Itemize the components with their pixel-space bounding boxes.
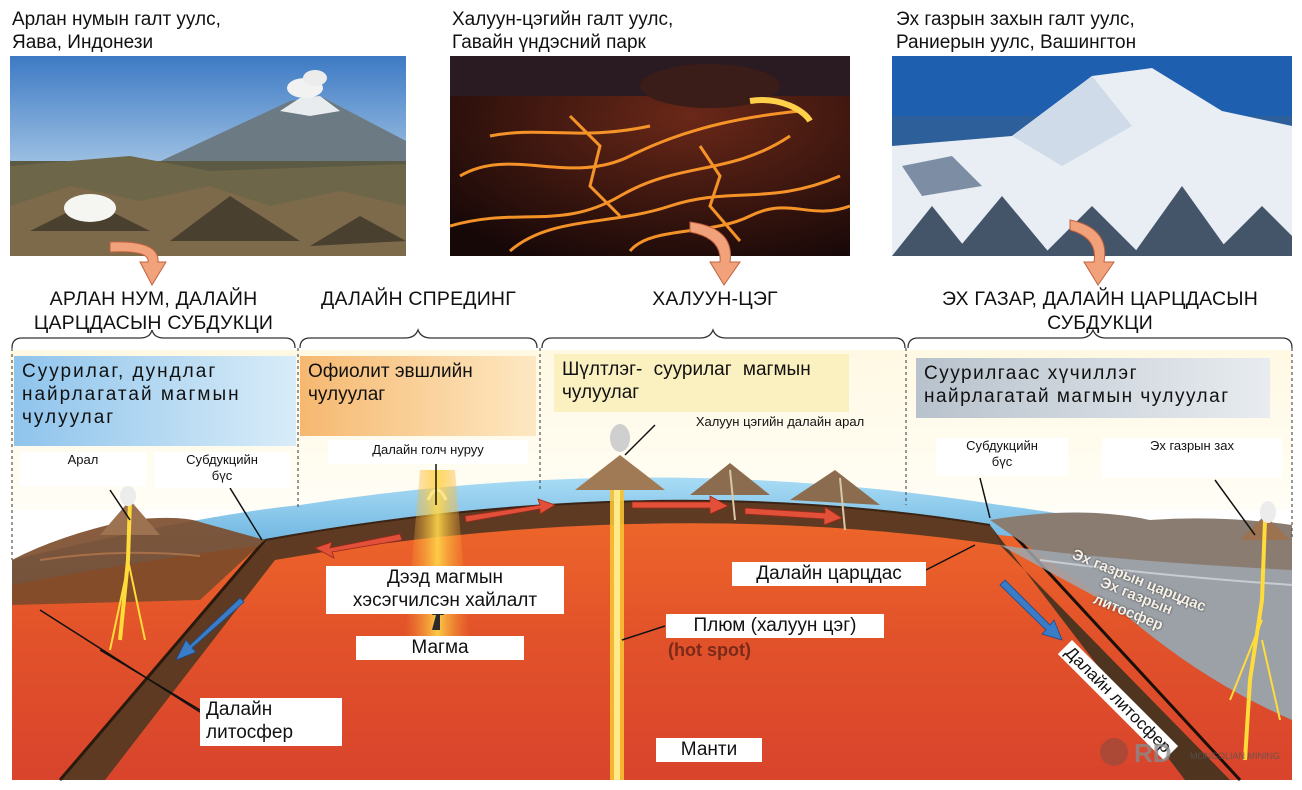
label-oceanic-crust: Далайн царцдас xyxy=(732,562,926,586)
rock-box-ophiolite: Офиолит эвшлийн чулуулаг xyxy=(300,356,536,436)
photo-java-volcano xyxy=(10,56,406,256)
watermark-logo-text: RD xyxy=(1134,738,1172,768)
watermark-text: MONGOLIAN MINING xyxy=(1190,751,1281,761)
label-mid-ocean-ridge: Далайн голч нуруу xyxy=(328,440,528,464)
rock-box-basic-intermediate: Суурилаг, дундлаг найрлагатай магмын чул… xyxy=(14,356,296,446)
caption-continental-margin-volcano: Эх газрын захын галт уулс, Раниерын уулс… xyxy=(896,9,1137,53)
label-continental-margin: Эх газрын зах xyxy=(1102,438,1282,478)
section-title-continental-subduction: ЭХ ГАЗАР, ДАЛАЙН ЦАРЦДАСЫН СУБДУКЦИ xyxy=(942,288,1258,334)
label-hotspot-island: Халуун цэгийн далайн арал xyxy=(695,414,865,429)
label-plume: Плюм (халуун цэг) xyxy=(666,614,884,638)
section-title-ocean-spreading: ДАЛАЙН СПРЕДИНГ xyxy=(321,288,516,310)
caption-island-arc-volcano: Арлан нумын галт уулс, Яава, Индонези xyxy=(12,9,221,53)
label-subduction-zone-left: Субдукцийн бүс xyxy=(154,452,290,488)
label-subduction-zone-right: Субдукцийн бүс xyxy=(936,438,1068,476)
label-magma: Магма xyxy=(356,636,524,660)
label-oceanic-lithosphere-left: Далайн литосфер xyxy=(200,698,342,746)
label-hot-spot-english: (hot spot) xyxy=(668,640,751,660)
section-title-hotspot: ХАЛУУН-ЦЭГ xyxy=(652,288,778,310)
section-title-island-arc: АРЛАН НУМ, ДАЛАЙН ЦАРЦДАСЫН СУБДУКЦИ xyxy=(33,288,274,334)
rock-box-basic-to-acidic: Суурилгаас хүчиллэг найрлагатай магмын ч… xyxy=(916,358,1270,418)
label-partial-melting: Дээд магмын хэсэгчилсэн хайлалт xyxy=(326,566,564,614)
rock-box-alkaline-basic: Шүлтлэг- суурилаг магмын чулуулаг xyxy=(554,354,849,412)
label-mantle: Манти xyxy=(656,738,762,762)
watermark-logo-icon xyxy=(1100,738,1128,766)
photo-hawaii-lava xyxy=(450,56,850,256)
label-island: Арал xyxy=(20,452,146,486)
caption-hotspot-volcano: Халуун-цэгийн галт уулс, Гавайн үндэсний… xyxy=(452,9,674,53)
